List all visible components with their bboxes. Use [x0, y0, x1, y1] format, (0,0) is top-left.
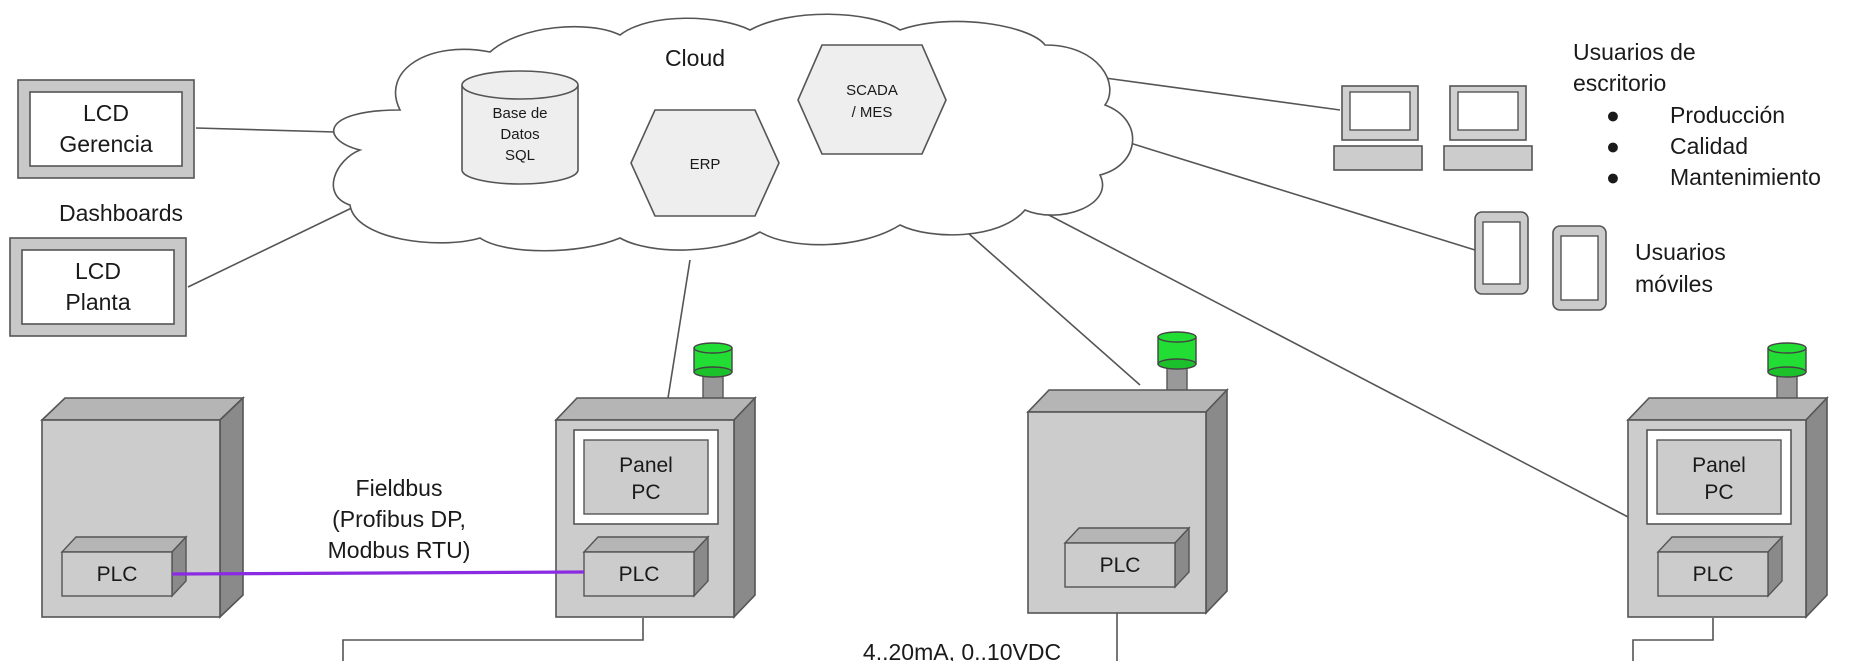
database-label-1: Base de	[492, 105, 547, 122]
desktop-users-text: Usuarios de escritorio ● Producción ● Ca…	[1573, 39, 1821, 190]
panel-pc-2: Panel PC	[573, 429, 719, 525]
link-cloud-mobiles	[1129, 142, 1476, 251]
panel-pc-2-label-2: PC	[631, 481, 660, 504]
tablet-2-icon	[1552, 225, 1607, 311]
desktop-computer-2-icon	[1443, 85, 1533, 171]
fieldbus-link	[171, 570, 585, 576]
desktop-users-item: Producción	[1670, 102, 1785, 128]
lcd-gerencia-label-2: Gerencia	[59, 131, 153, 157]
plc-1-label: PLC	[97, 563, 138, 586]
lcd-planta: LCD Planta	[9, 237, 187, 337]
bullet-icon: ●	[1606, 102, 1620, 128]
tablet-1-icon	[1474, 211, 1529, 295]
fieldbus-label: Fieldbus (Profibus DP, Modbus RTU)	[328, 475, 471, 563]
plc-3: PLC	[1063, 526, 1191, 589]
mobile-users-title-1: Usuarios	[1635, 239, 1726, 265]
fieldbus-label-3: Modbus RTU)	[328, 537, 471, 563]
plc-4-label: PLC	[1693, 563, 1734, 586]
desktop-users-item: Mantenimiento	[1670, 164, 1821, 190]
connections	[187, 77, 1714, 661]
desktop-users-title-2: escritorio	[1573, 70, 1666, 96]
panel-pc-2-label-1: Panel	[619, 454, 673, 477]
scada-mes-hexagon: SCADA / MES	[797, 44, 947, 155]
desktop-computer-1-icon	[1333, 85, 1423, 171]
cabinet-4: Panel PC PLC	[1626, 342, 1829, 619]
panel-pc-4: Panel PC	[1646, 429, 1792, 525]
database-icon: Base de Datos SQL	[461, 70, 579, 185]
bullet-icon: ●	[1606, 164, 1620, 190]
scada-label-1: SCADA	[846, 82, 898, 99]
plc-3-label: PLC	[1100, 554, 1141, 577]
scada-label-2: / MES	[852, 104, 893, 121]
link-cloud-desktops	[1104, 77, 1341, 111]
lcd-planta-label-1: LCD	[75, 258, 121, 284]
cloud: Cloud Base de Datos SQL ERP SCADA / MES	[332, 13, 1134, 252]
fieldbus-label-2: (Profibus DP,	[332, 506, 466, 532]
plc-2: PLC	[582, 535, 710, 598]
field-wire-cabinet-4	[1632, 618, 1714, 661]
link-cloud-lcd-gerencia	[195, 127, 336, 133]
link-cloud-lcd-planta	[187, 202, 363, 288]
cabinet-3: PLC	[1026, 331, 1229, 615]
bullet-icon: ●	[1606, 133, 1620, 159]
fieldbus-label-1: Fieldbus	[356, 475, 443, 501]
lcd-gerencia: LCD Gerencia	[17, 79, 195, 179]
panel-pc-4-label-2: PC	[1704, 481, 1733, 504]
field-signal-label: 4..20mA, 0..10VDC	[863, 639, 1061, 661]
lcd-planta-label-2: Planta	[65, 289, 130, 315]
panel-pc-4-label-1: Panel	[1692, 454, 1746, 477]
link-cloud-cabinet-4	[1019, 199, 1631, 519]
plc-2-label: PLC	[619, 563, 660, 586]
dashboards-title: Dashboards	[59, 200, 183, 226]
mobile-users-title-2: móviles	[1635, 271, 1713, 297]
desktop-users-item: Calidad	[1670, 133, 1748, 159]
cabinet-1: PLC	[40, 396, 245, 619]
erp-label: ERP	[690, 156, 721, 173]
link-cloud-cabinet-2	[667, 259, 691, 399]
database-label-3: SQL	[505, 147, 535, 164]
erp-hexagon: ERP	[630, 109, 780, 217]
field-wire-cabinet-2	[342, 618, 644, 661]
database-label-2: Datos	[500, 126, 539, 143]
plc-4: PLC	[1656, 535, 1784, 598]
plc-1: PLC	[60, 535, 188, 598]
cabinet-2: Panel PC PLC	[554, 342, 757, 619]
lcd-gerencia-label-1: LCD	[83, 100, 129, 126]
cloud-title: Cloud	[665, 45, 725, 71]
link-cloud-cabinet-3	[959, 225, 1141, 386]
desktop-users-title-1: Usuarios de	[1573, 39, 1696, 65]
